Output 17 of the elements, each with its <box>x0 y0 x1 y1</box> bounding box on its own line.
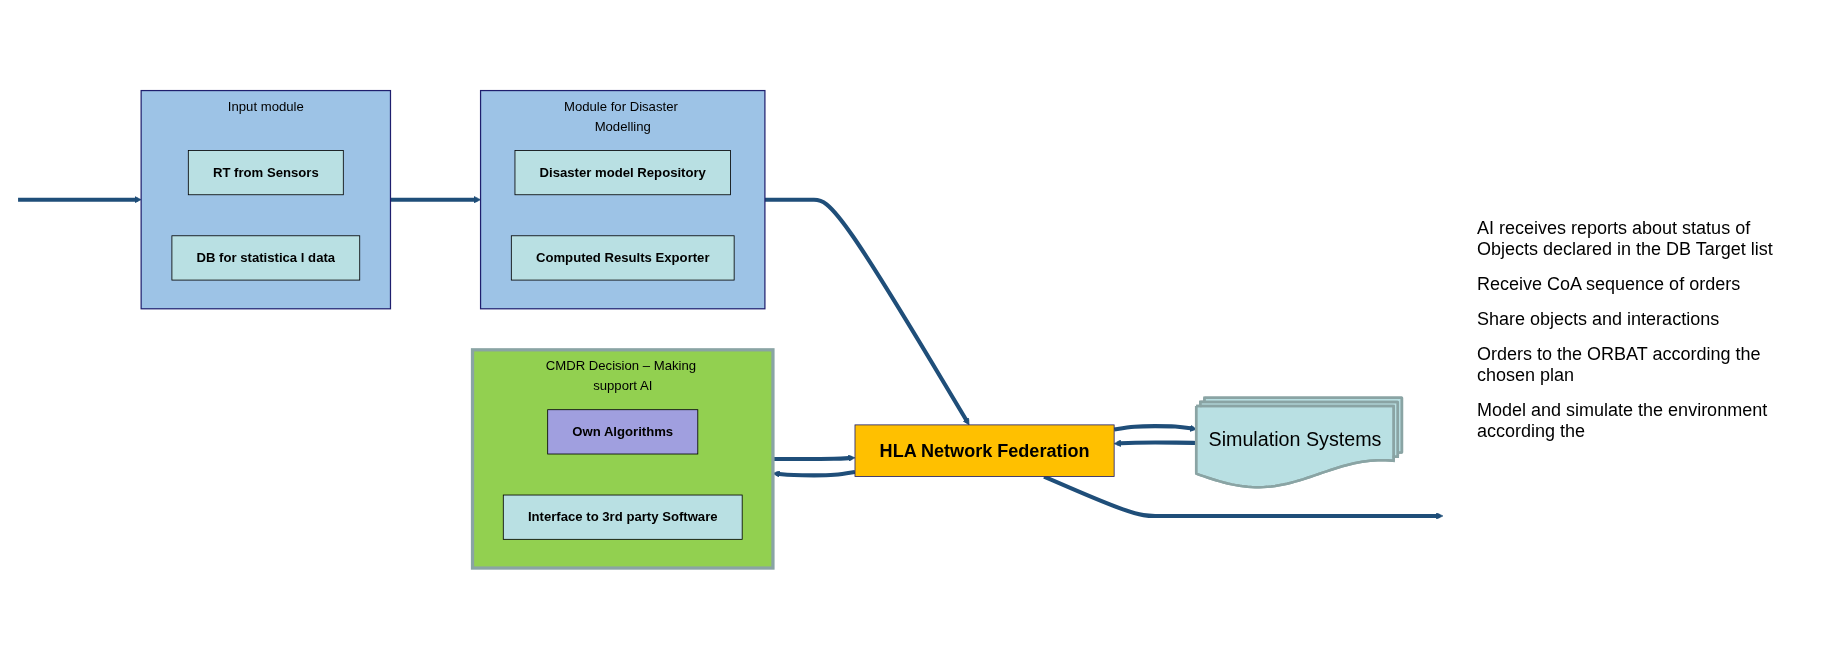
note-text: Model and simulate the environment according the <box>1477 399 1769 442</box>
arrow <box>764 197 970 426</box>
node-box: RT from Sensors <box>187 150 344 196</box>
node-box: Own Algorithms <box>547 409 699 455</box>
arrow <box>390 196 481 204</box>
note-text: Share objects and interactions <box>1477 308 1721 330</box>
node-box: DB for statistica l data <box>171 235 361 281</box>
node-box: Disaster model Repository <box>514 150 731 196</box>
node-box: Computed Results Exporter <box>510 235 735 281</box>
node-box: HLA Network Federation <box>854 424 1115 478</box>
note-text: Orders to the ORBAT according the chosen plan <box>1477 343 1762 386</box>
note-text: Receive CoA sequence of orders <box>1477 273 1742 295</box>
arrow <box>18 196 142 204</box>
note-text: AI receives reports about status of Objects declared in the DB Target list <box>1477 217 1774 260</box>
arrow <box>1113 439 1197 448</box>
node-box: Interface to 3rd party Software <box>502 494 743 540</box>
arrow <box>1113 424 1197 433</box>
